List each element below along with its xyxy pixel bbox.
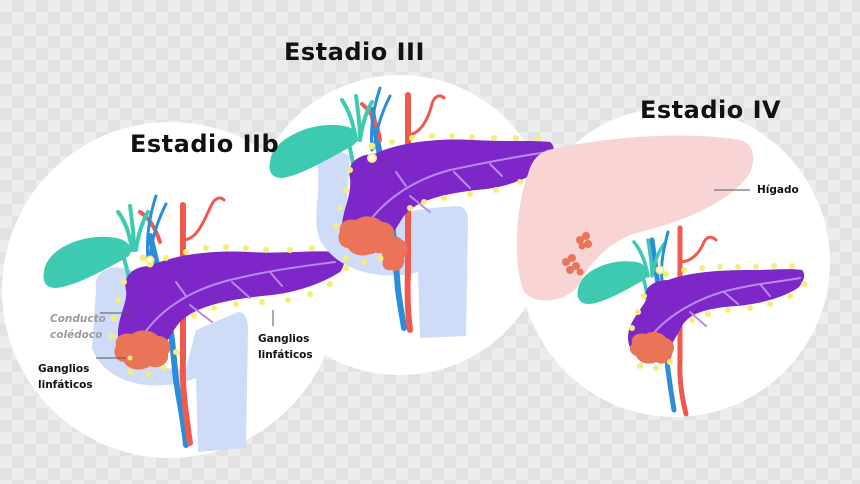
gallbladder xyxy=(43,236,131,288)
pancreas xyxy=(628,269,805,362)
liver-metastases xyxy=(562,232,592,276)
ganglios-mid-line1: Ganglios xyxy=(258,333,310,345)
tumor xyxy=(338,216,395,256)
ganglios-left-line2: linfáticos xyxy=(38,379,93,391)
conducto-label-line1: Conducto xyxy=(50,313,106,325)
ganglios-linfaticos-left-label: Ganglios linfáticos xyxy=(38,361,93,393)
stage-iv-illustration xyxy=(516,135,807,417)
pancreatic-duct xyxy=(643,277,801,347)
tumor xyxy=(629,331,674,364)
bile-ducts xyxy=(116,204,150,342)
stage-iib-illustration xyxy=(43,194,349,452)
gallbladder xyxy=(269,124,358,178)
lymph-nodes xyxy=(109,244,349,377)
stage-iii-title: Estadio III xyxy=(284,38,425,66)
pancreatic-duct xyxy=(139,261,336,341)
pancreatic-duct xyxy=(361,151,549,233)
conducto-coledoco-label: Conducto colédoco xyxy=(50,311,106,343)
artery-branch xyxy=(678,235,718,264)
stage-iib-title: Estadio IIb xyxy=(130,130,280,158)
gallbladder xyxy=(577,261,649,304)
ganglios-mid-line2: linfáticos xyxy=(258,349,313,361)
higado-label: Hígado xyxy=(757,184,799,196)
hepatic-vessels xyxy=(660,230,670,282)
artery-branch xyxy=(138,210,162,244)
artery xyxy=(404,92,413,333)
pancreas xyxy=(342,139,554,255)
tumor-extension xyxy=(381,236,408,272)
pancreas xyxy=(118,251,345,362)
artery-branch xyxy=(406,94,446,137)
conducto-label-line2: colédoco xyxy=(50,329,103,341)
artery-branch xyxy=(181,196,226,242)
liver xyxy=(516,135,754,301)
artery xyxy=(179,202,193,446)
ganglios-left-line1: Ganglios xyxy=(38,363,90,375)
ganglios-linfaticos-mid-label: Ganglios linfáticos xyxy=(258,331,313,363)
stage-iv-title: Estadio IV xyxy=(640,96,782,124)
stage-iii-illustration xyxy=(269,86,559,338)
artery xyxy=(677,225,689,417)
hepatic-vessels xyxy=(146,194,168,262)
lymph-nodes xyxy=(629,263,807,371)
